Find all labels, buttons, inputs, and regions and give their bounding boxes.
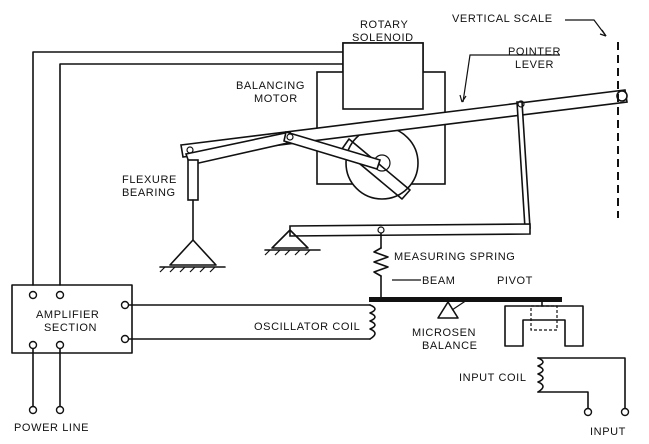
pivot-label: PIVOT — [497, 275, 533, 287]
svg-text:BALANCE: BALANCE — [422, 340, 478, 352]
amp-terminal-top-right — [55, 290, 65, 300]
svg-text:MOTOR: MOTOR — [254, 93, 298, 105]
oscillator-coil-label: OSCILLATOR COIL — [254, 321, 360, 333]
input-coil-label: INPUT COIL — [459, 372, 527, 384]
amp-terminal-right-upper — [120, 300, 130, 310]
svg-text:BEARING: BEARING — [122, 187, 176, 199]
motor-rotor — [341, 126, 419, 200]
beam — [369, 297, 562, 302]
beam-label: BEAM — [422, 275, 456, 287]
amp-terminal-right-lower — [120, 334, 130, 344]
power-line — [28, 348, 65, 415]
leader-lines — [392, 19, 607, 311]
svg-text:SECTION: SECTION — [44, 322, 97, 334]
microsen-balance — [504, 301, 584, 347]
balancing-motor-label: BALANCING MOTOR — [236, 80, 305, 105]
amp-terminal-bottom-right — [55, 340, 65, 350]
vertical-scale-label: VERTICAL SCALE — [452, 13, 553, 25]
svg-text:FLEXURE: FLEXURE — [122, 174, 177, 186]
measuring-spring — [373, 232, 389, 299]
measuring-spring-label: MEASURING SPRING — [394, 251, 515, 263]
input-coil — [537, 357, 630, 417]
svg-text:BALANCING: BALANCING — [236, 80, 305, 92]
svg-text:POINTER: POINTER — [508, 46, 561, 58]
input-label: INPUT — [590, 426, 626, 438]
solenoid-wires — [32, 51, 344, 286]
oscillator-coil — [128, 304, 376, 340]
pointer-lever-label: POINTER LEVER — [508, 46, 561, 71]
power-line-label: POWER LINE — [14, 422, 89, 434]
pivot — [437, 301, 459, 319]
lever-pivot-support — [264, 229, 321, 256]
flexure-bearing-label: FLEXURE BEARING — [122, 174, 177, 199]
amplifier-box — [11, 284, 133, 354]
amplifier-section-label: AMPLIFIER SECTION — [36, 309, 99, 334]
right-linkage — [289, 100, 531, 237]
svg-text:ROTARY: ROTARY — [360, 19, 408, 31]
svg-text:SOLENOID: SOLENOID — [352, 32, 414, 44]
flexure-bearing — [159, 159, 226, 273]
svg-text:MICROSEN: MICROSEN — [412, 327, 476, 339]
microsen-balance-label: MICROSEN BALANCE — [412, 327, 478, 352]
rotary-solenoid-label: ROTARY SOLENOID — [352, 19, 414, 44]
amp-terminal-top-left — [28, 290, 38, 300]
rotary-solenoid-front — [342, 42, 424, 110]
svg-text:LEVER: LEVER — [515, 59, 554, 71]
svg-text:AMPLIFIER: AMPLIFIER — [36, 309, 99, 321]
amp-terminal-bottom-left — [28, 340, 38, 350]
